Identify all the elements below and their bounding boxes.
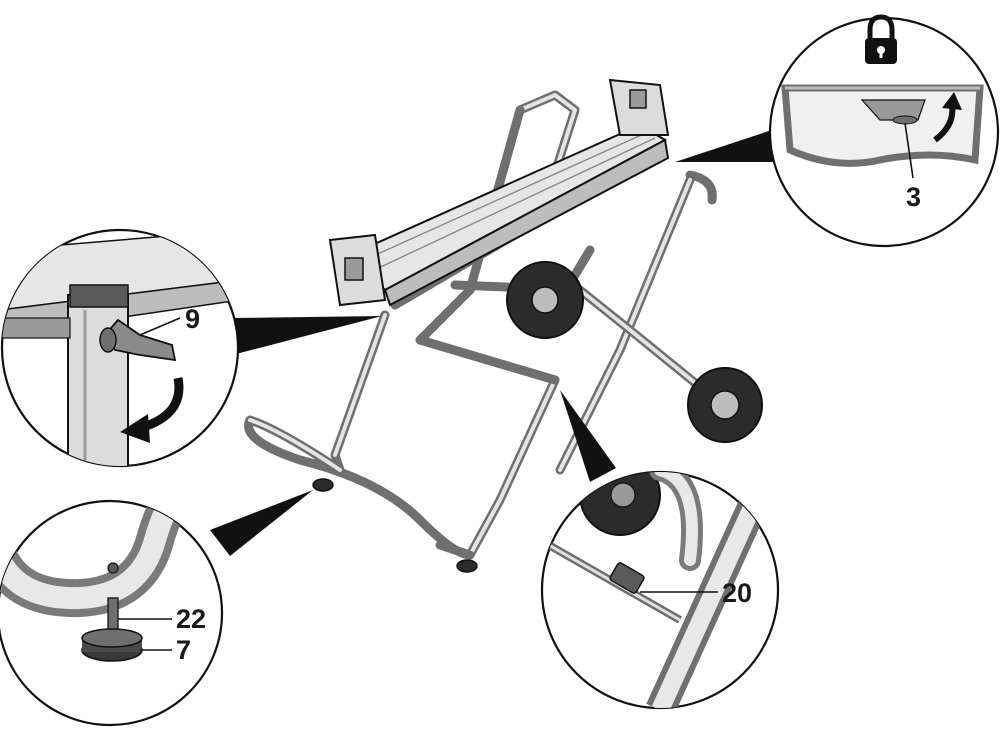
clamp-detail-circle: 9 <box>0 228 240 468</box>
lock-callout-pointer <box>675 128 790 162</box>
clamp-lever-leader <box>139 317 181 336</box>
stand-foot-right <box>456 559 478 573</box>
stand-foot-left <box>312 478 334 492</box>
rotate-up-arrow-icon <box>933 92 962 143</box>
callout-label-22: 22 <box>176 604 206 634</box>
callout-label-9: 9 <box>185 304 200 334</box>
callout-label-7: 7 <box>176 635 191 665</box>
lock-lever-leader <box>904 122 914 179</box>
stand-main-view <box>244 78 763 573</box>
callout-label-3: 3 <box>906 182 921 212</box>
foot-detail-circle: 22 7 <box>0 499 224 727</box>
latch-detail-circle: 20 <box>540 470 780 710</box>
rear-wheel <box>506 261 584 339</box>
latch-callout-pointer <box>560 390 616 482</box>
padlock-icon <box>865 14 897 64</box>
clamp-callout-pointer <box>232 316 382 354</box>
foot-callout-pointer <box>210 490 313 556</box>
front-wheel <box>687 367 763 443</box>
rotate-down-arrow-icon <box>120 377 184 443</box>
clamp-lever <box>99 318 177 362</box>
left-end-bracket <box>328 233 387 307</box>
lock-detail-circle: 3 <box>768 14 1000 248</box>
callout-label-20: 20 <box>722 578 752 608</box>
right-end-bracket <box>608 78 670 136</box>
